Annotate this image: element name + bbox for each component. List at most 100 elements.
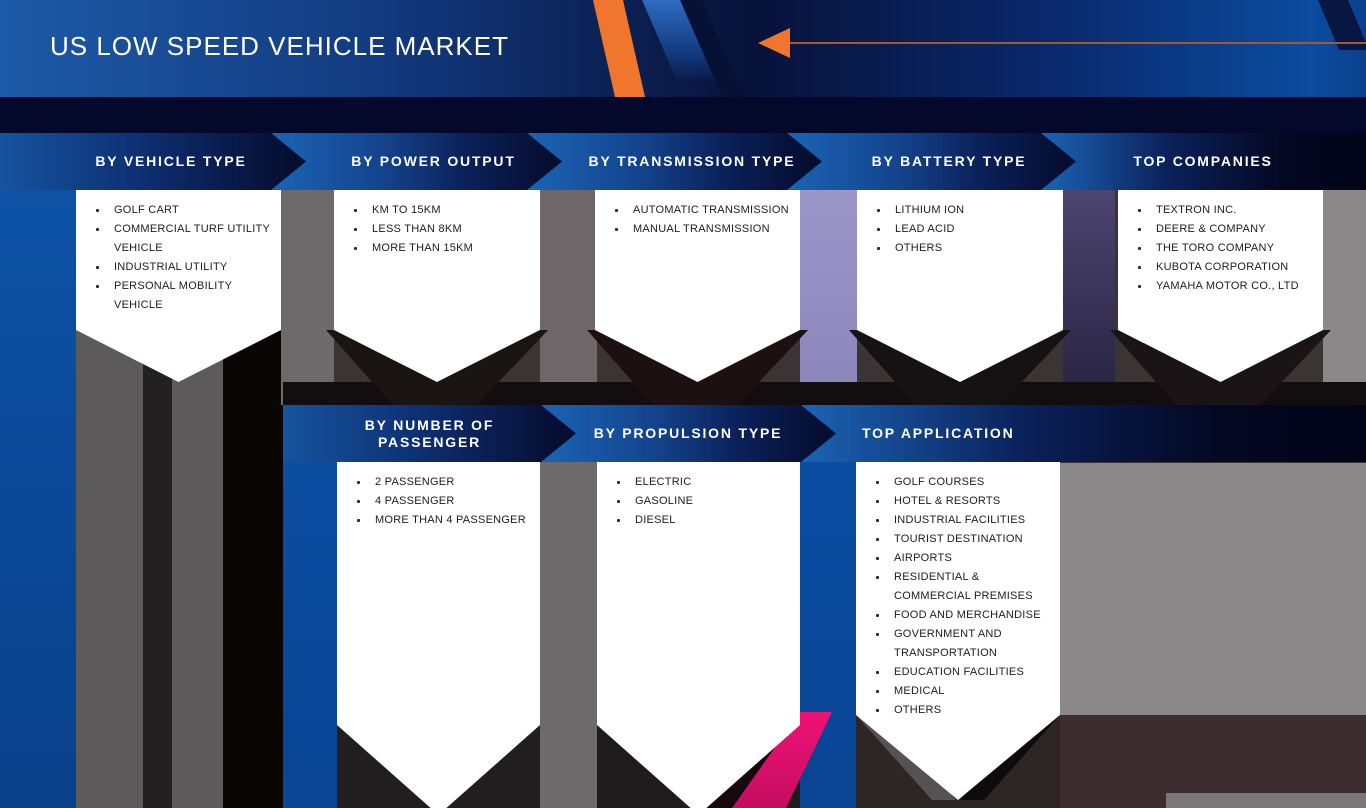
list-item-label: MORE THAN 15KM — [372, 242, 474, 254]
banner-propulsion-type: BY PROPULSION TYPE — [540, 405, 836, 462]
banner-label: BY BATTERY TYPE — [871, 153, 1027, 169]
bullet-icon — [617, 481, 620, 484]
background-gap-band-lavender — [800, 190, 857, 382]
background-bottom-strip — [1166, 793, 1366, 808]
list-item: TOURIST DESTINATION — [874, 530, 1052, 549]
list-item-label: TOURIST DESTINATION — [894, 533, 1023, 545]
item-list: LITHIUM ION LEAD ACID OTHERS — [857, 190, 1063, 258]
list-item: YAMAHA MOTOR CO., LTD — [1136, 277, 1315, 296]
list-item-label: YAMAHA MOTOR CO., LTD — [1156, 280, 1299, 292]
bullet-icon — [876, 671, 879, 674]
list-item-label: RESIDENTIAL & COMMERCIAL PREMISES — [894, 571, 1033, 602]
bullet-icon — [615, 228, 618, 231]
banner-transmission-type: BY TRANSMISSION TYPE — [527, 133, 822, 190]
banner-top-application: TOP APPLICATION — [800, 405, 1366, 462]
background-maroon-bottom — [1060, 715, 1366, 808]
bullet-icon — [96, 228, 99, 231]
list-item-label: MANUAL TRANSMISSION — [633, 223, 770, 235]
list-item-label: MEDICAL — [894, 685, 945, 697]
list-item-label: LITHIUM ION — [895, 204, 965, 216]
bullet-icon — [615, 209, 618, 212]
bullet-icon — [354, 209, 357, 212]
list-item: DIESEL — [615, 511, 792, 530]
bullet-icon — [357, 481, 360, 484]
list-item-label: OTHERS — [895, 242, 943, 254]
bullet-icon — [876, 576, 879, 579]
list-item: GOLF CART — [94, 201, 273, 220]
bullet-icon — [877, 228, 880, 231]
list-item: MEDICAL — [874, 682, 1052, 701]
background-dark-strip — [283, 382, 1366, 405]
list-item: THE TORO COMPANY — [1136, 239, 1315, 258]
background-gray-right — [1060, 463, 1366, 715]
list-item: LEAD ACID — [875, 220, 1055, 239]
bullet-icon — [357, 500, 360, 503]
bullet-icon — [876, 538, 879, 541]
bullet-icon — [876, 614, 879, 617]
header: US LOW SPEED VEHICLE MARKET — [0, 0, 1366, 97]
list-item-label: AIRPORTS — [894, 552, 953, 564]
list-item-label: 2 PASSENGER — [375, 476, 455, 488]
banner-power-output: BY POWER OUTPUT — [270, 133, 562, 190]
list-item: HOTEL & RESORTS — [874, 492, 1052, 511]
list-item-label: OTHERS — [894, 704, 942, 716]
bullet-icon — [617, 519, 620, 522]
list-item-label: GASOLINE — [635, 495, 694, 507]
list-item: 4 PASSENGER — [355, 492, 532, 511]
bullet-icon — [617, 500, 620, 503]
list-item-label: TEXTRON INC. — [1156, 204, 1237, 216]
item-list: KM TO 15KM LESS THAN 8KM MORE THAN 15KM — [334, 190, 540, 258]
list-item: COMMERCIAL TURF UTILITY VEHICLE — [94, 220, 273, 258]
background-gap-band-indigo — [1063, 190, 1115, 382]
banner-top-companies: TOP COMPANIES — [1041, 133, 1366, 190]
list-item: GOLF COURSES — [874, 473, 1052, 492]
list-item-label: EDUCATION FACILITIES — [894, 666, 1025, 678]
banner-label: BY NUMBER OF PASSENGER — [364, 416, 495, 450]
list-item-label: AUTOMATIC TRANSMISSION — [633, 204, 789, 216]
list-item: INDUSTRIAL FACILITIES — [874, 511, 1052, 530]
list-item-label: INDUSTRIAL UTILITY — [114, 261, 228, 273]
background-gap-band — [540, 190, 597, 405]
bullet-icon — [876, 690, 879, 693]
list-item: KM TO 15KM — [352, 201, 532, 220]
list-item: LITHIUM ION — [875, 201, 1055, 220]
list-item: MORE THAN 4 PASSENGER — [355, 511, 532, 530]
background-band-blue-left — [0, 190, 76, 808]
arrow-left-icon — [758, 28, 790, 58]
banner-number-of-passenger: BY NUMBER OF PASSENGER — [283, 405, 576, 462]
banner-label: BY POWER OUTPUT — [351, 153, 516, 169]
banner-vehicle-type: BY VEHICLE TYPE — [0, 133, 306, 190]
banner-label: BY PROPULSION TYPE — [593, 425, 783, 441]
bullet-icon — [354, 228, 357, 231]
list-item-label: PERSONAL MOBILITY VEHICLE — [114, 280, 232, 311]
list-item: EDUCATION FACILITIES — [874, 663, 1052, 682]
list-item: MORE THAN 15KM — [352, 239, 532, 258]
bullet-icon — [357, 519, 360, 522]
list-item-label: DIESEL — [635, 514, 676, 526]
list-item: LESS THAN 8KM — [352, 220, 532, 239]
list-item-label: THE TORO COMPANY — [1156, 242, 1275, 254]
list-item: OTHERS — [875, 239, 1055, 258]
banner-label: TOP COMPANIES — [1133, 153, 1273, 169]
list-item-label: LESS THAN 8KM — [372, 223, 462, 235]
bullet-icon — [877, 247, 880, 250]
list-item: RESIDENTIAL & COMMERCIAL PREMISES — [874, 568, 1052, 606]
bullet-icon — [96, 285, 99, 288]
background-gap-band — [281, 190, 334, 405]
bullet-icon — [1138, 247, 1141, 250]
list-item: AIRPORTS — [874, 549, 1052, 568]
bullet-icon — [1138, 209, 1141, 212]
list-item-label: ELECTRIC — [635, 476, 692, 488]
list-item-label: INDUSTRIAL FACILITIES — [894, 514, 1026, 526]
list-item: GASOLINE — [615, 492, 792, 511]
banner-label: BY TRANSMISSION TYPE — [588, 153, 796, 169]
background-gray-band — [1323, 190, 1366, 382]
page-title: US LOW SPEED VEHICLE MARKET — [50, 31, 509, 61]
bullet-icon — [876, 709, 879, 712]
bullet-icon — [877, 209, 880, 212]
list-item: TEXTRON INC. — [1136, 201, 1315, 220]
